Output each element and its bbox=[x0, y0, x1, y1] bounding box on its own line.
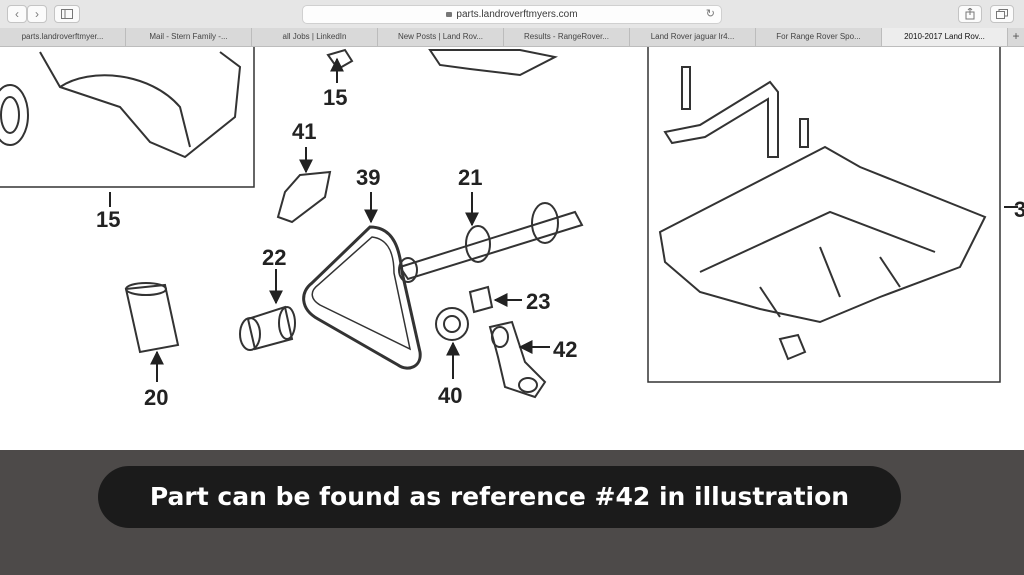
part-20 bbox=[124, 283, 180, 354]
bolt-part-b bbox=[799, 118, 809, 148]
parts-diagram-svg: 15 15 41 39 21 22 23 20 40 42 3 bbox=[0, 47, 1024, 410]
part-22-tensioner bbox=[246, 305, 294, 351]
oil-pipe-part bbox=[663, 80, 779, 158]
part-42-arm bbox=[488, 320, 547, 399]
timing-cover-frame bbox=[0, 47, 255, 188]
browser-tab-active[interactable]: 2010-2017 Land Rov... bbox=[882, 28, 1008, 46]
oil-pan-part bbox=[658, 145, 987, 324]
part-40-sprocket bbox=[435, 307, 469, 341]
browser-tab[interactable]: all Jobs | LinkedIn bbox=[252, 28, 378, 46]
callout-41: 41 bbox=[292, 119, 316, 144]
callout-42: 42 bbox=[553, 337, 577, 362]
share-icon bbox=[965, 7, 975, 20]
tab-bar: parts.landroverftmyer... Mail - Stern Fa… bbox=[0, 28, 1024, 47]
chevron-left-icon: ‹ bbox=[15, 7, 19, 21]
browser-tab[interactable]: Mail - Stern Family -... bbox=[126, 28, 252, 46]
chevron-right-icon: › bbox=[35, 7, 39, 21]
sensor-part bbox=[326, 48, 354, 71]
lock-icon bbox=[446, 12, 453, 17]
callout-21: 21 bbox=[458, 165, 482, 190]
parts-illustration: 15 15 41 39 21 22 23 20 40 42 3 bbox=[0, 47, 1024, 450]
bracket-part-top bbox=[428, 49, 559, 77]
callout-3: 3 bbox=[1014, 197, 1024, 222]
part-21-shaft bbox=[398, 210, 584, 281]
seal-ring-part bbox=[0, 84, 29, 146]
share-button[interactable] bbox=[958, 5, 982, 23]
callout-15-left: 15 bbox=[96, 207, 120, 232]
callout-39: 39 bbox=[356, 165, 380, 190]
browser-tab[interactable]: For Range Rover Spo... bbox=[756, 28, 882, 46]
new-tab-button[interactable]: + bbox=[1012, 29, 1020, 43]
part-41 bbox=[276, 170, 332, 224]
sidebar-icon bbox=[61, 9, 73, 19]
callout-20: 20 bbox=[144, 385, 168, 410]
address-text: parts.landroverftmyers.com bbox=[456, 9, 578, 20]
oil-pan-frame bbox=[647, 47, 1001, 383]
bolt-part-a bbox=[681, 66, 691, 110]
browser-tab[interactable]: Results - RangeRover... bbox=[504, 28, 630, 46]
part-39-chain bbox=[302, 225, 422, 370]
tabs-overview-icon bbox=[996, 9, 1008, 19]
drain-plug-part bbox=[778, 333, 807, 361]
callout-15-top: 15 bbox=[323, 85, 347, 110]
browser-toolbar: ‹ › parts.landroverftmyers.com ↻ bbox=[0, 0, 1024, 29]
forward-button[interactable]: › bbox=[27, 5, 47, 23]
browser-tab[interactable]: parts.landroverftmyer... bbox=[0, 28, 126, 46]
back-button[interactable]: ‹ bbox=[7, 5, 27, 23]
timing-cover-part bbox=[39, 51, 242, 159]
part-23 bbox=[468, 285, 494, 314]
browser-tab[interactable]: New Posts | Land Rov... bbox=[378, 28, 504, 46]
tabs-overview-button[interactable] bbox=[990, 5, 1014, 23]
callout-40: 40 bbox=[438, 383, 462, 408]
address-bar[interactable]: parts.landroverftmyers.com ↻ bbox=[302, 5, 722, 24]
reload-icon[interactable]: ↻ bbox=[705, 8, 715, 20]
browser-tab[interactable]: Land Rover jaguar lr4... bbox=[630, 28, 756, 46]
callout-23: 23 bbox=[526, 289, 550, 314]
callout-22: 22 bbox=[262, 245, 286, 270]
caption-pill: Part can be found as reference #42 in il… bbox=[98, 466, 901, 528]
sidebar-button[interactable] bbox=[54, 5, 80, 23]
